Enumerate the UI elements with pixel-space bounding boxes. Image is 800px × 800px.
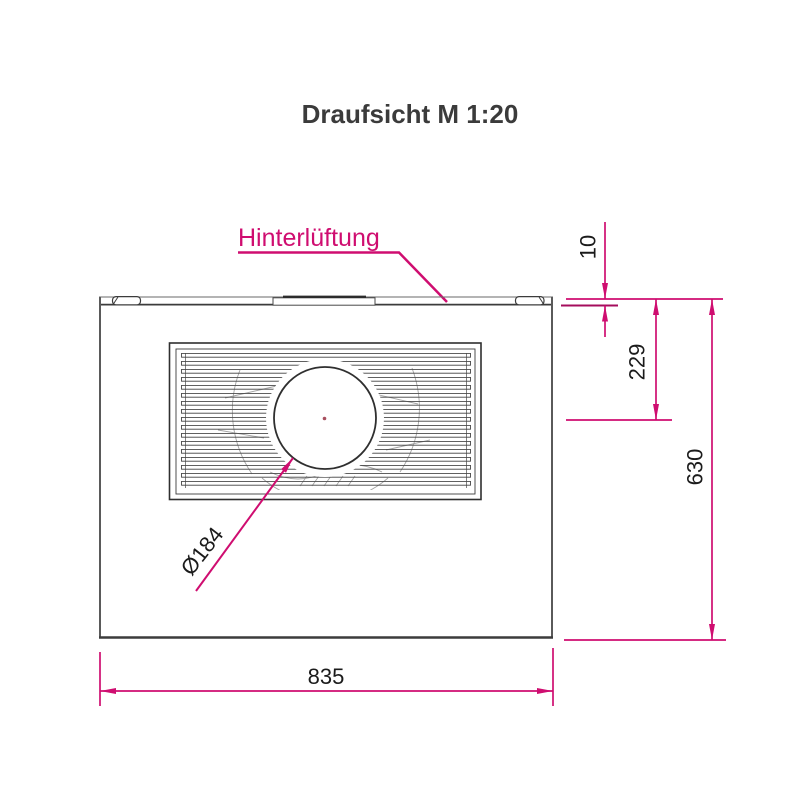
drawing-title: Draufsicht M 1:20 bbox=[302, 99, 519, 129]
dim-text-10: 10 bbox=[576, 235, 601, 259]
vent-strip-right-tab bbox=[514, 296, 545, 306]
air-grille bbox=[168, 342, 482, 501]
stove-body-outline bbox=[99, 295, 553, 639]
rear-ventilation-leader-line bbox=[238, 251, 448, 303]
dim-text-835: 835 bbox=[308, 664, 345, 689]
dimension-body-width: 835 bbox=[99, 648, 554, 706]
vent-strip-left-tab-notch bbox=[112, 296, 119, 305]
vent-strip-right-tab-notch bbox=[538, 296, 545, 305]
fan-blades-underlay bbox=[217, 367, 431, 490]
vent-strip-left-tab bbox=[111, 296, 142, 306]
vent-strip-center-slot bbox=[272, 297, 376, 306]
dim-text-630: 630 bbox=[683, 449, 708, 486]
fan-center-mark bbox=[322, 416, 327, 421]
rear-ventilation-label: Hinterlüftung bbox=[238, 224, 380, 252]
dimension-grille-offset: 229 bbox=[566, 299, 672, 421]
dim-text-fan-diameter: Ø184 bbox=[176, 522, 229, 580]
dimension-body-depth: 630 bbox=[564, 299, 726, 641]
leader-line-fan-diameter bbox=[195, 457, 294, 592]
top-vent-strip bbox=[111, 295, 545, 306]
dimension-vent-depth: 10 bbox=[561, 222, 723, 337]
dim-text-229: 229 bbox=[625, 344, 650, 381]
